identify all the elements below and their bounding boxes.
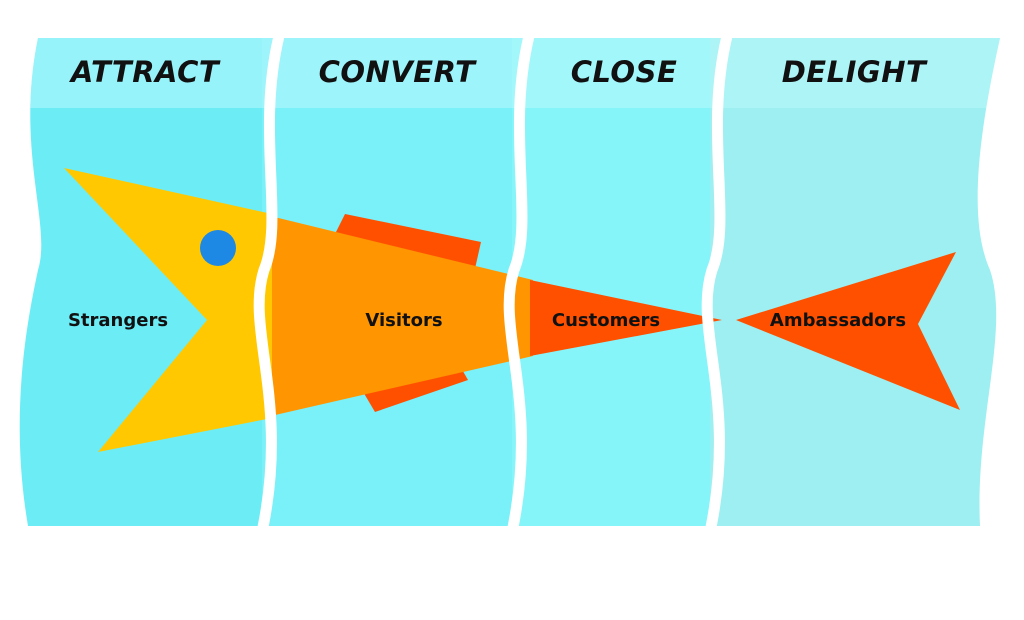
separator-2: [503, 38, 536, 526]
separator-1: [253, 38, 286, 526]
stage-title-attract: ATTRACT: [69, 55, 221, 89]
separator-3: [701, 38, 734, 526]
fish-figure: [64, 168, 960, 452]
stage-label-customers: Customers: [552, 310, 660, 331]
stage-label-ambassadors: Ambassadors: [770, 310, 906, 331]
fish-body: [262, 214, 533, 418]
stage-label-strangers: Strangers: [68, 310, 168, 331]
band-close: [512, 38, 718, 526]
stage-title-convert: CONVERT: [319, 55, 477, 89]
fish-eye: [200, 230, 236, 266]
stage-label-visitors: Visitors: [365, 310, 442, 331]
stage-title-delight: DELIGHT: [782, 55, 928, 89]
fish-bottom-fin: [362, 366, 468, 412]
ambassador-arrowhead: [736, 252, 960, 410]
fish-tail: [530, 280, 722, 356]
header-strip: [19, 38, 1001, 108]
band-delight: [710, 38, 1001, 526]
stage-title-close: CLOSE: [571, 55, 678, 89]
stage-separators: [253, 38, 734, 526]
